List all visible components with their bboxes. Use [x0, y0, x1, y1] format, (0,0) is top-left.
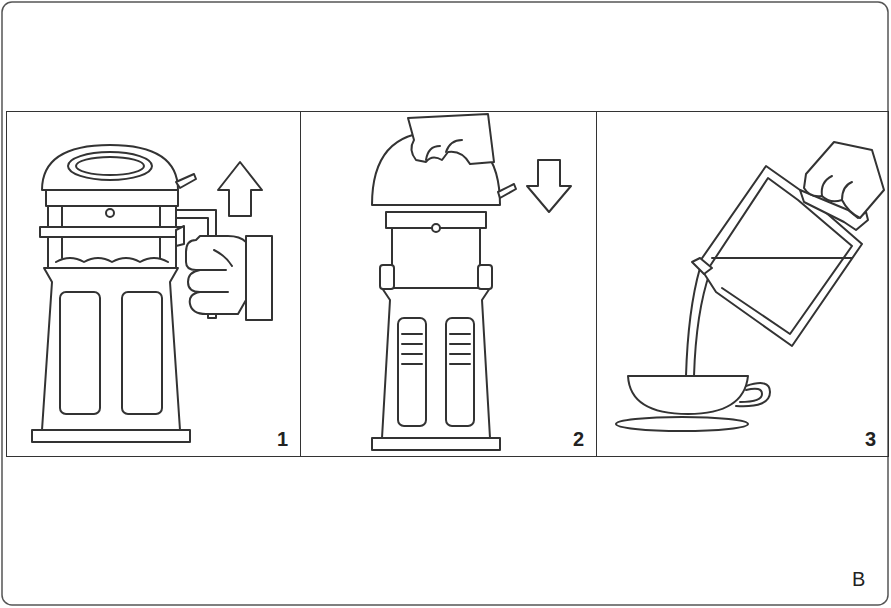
french-press	[32, 145, 216, 442]
up-arrow	[218, 162, 262, 216]
step-panel: 3	[596, 111, 889, 457]
step-number: 1	[277, 428, 288, 450]
french-press	[372, 132, 516, 450]
step-panel: 2	[300, 111, 597, 457]
hand	[804, 142, 884, 218]
hand	[186, 236, 272, 320]
cup	[616, 376, 770, 431]
step-number: 2	[573, 428, 584, 450]
page-letter: B	[852, 568, 865, 590]
hand	[408, 114, 494, 164]
coffee-stream	[686, 268, 710, 376]
down-arrow	[527, 160, 571, 212]
step-number: 3	[865, 428, 876, 450]
step-panel: 1	[6, 111, 301, 457]
